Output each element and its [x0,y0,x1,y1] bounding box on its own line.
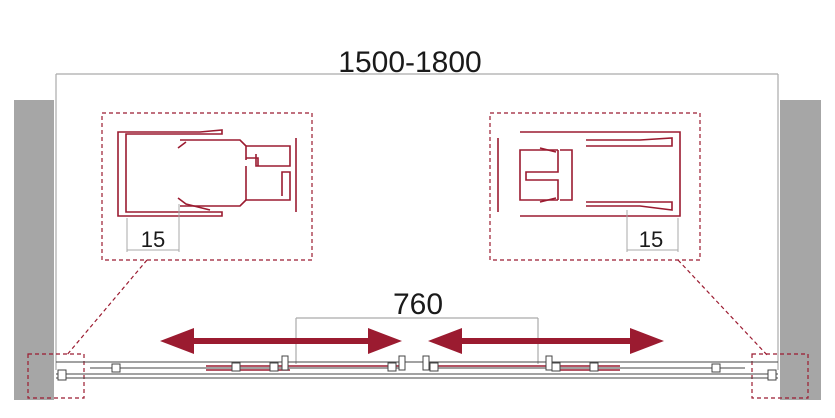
door-fittings [57,355,777,381]
right-door-arrow [428,328,664,354]
overall-dimension [55,73,779,370]
right-gap-label: 15 [639,227,663,252]
right-wall [780,100,821,400]
opening-width-label: 760 [393,288,443,321]
door-track [56,361,778,379]
right-detail: 15 [489,112,701,261]
left-wall [14,100,54,400]
left-door-arrow [160,328,402,354]
left-detail: 15 [101,112,313,261]
overall-width-label: 1500-1800 [338,46,481,79]
detail-leaders [27,259,809,399]
left-gap-label: 15 [141,227,165,252]
